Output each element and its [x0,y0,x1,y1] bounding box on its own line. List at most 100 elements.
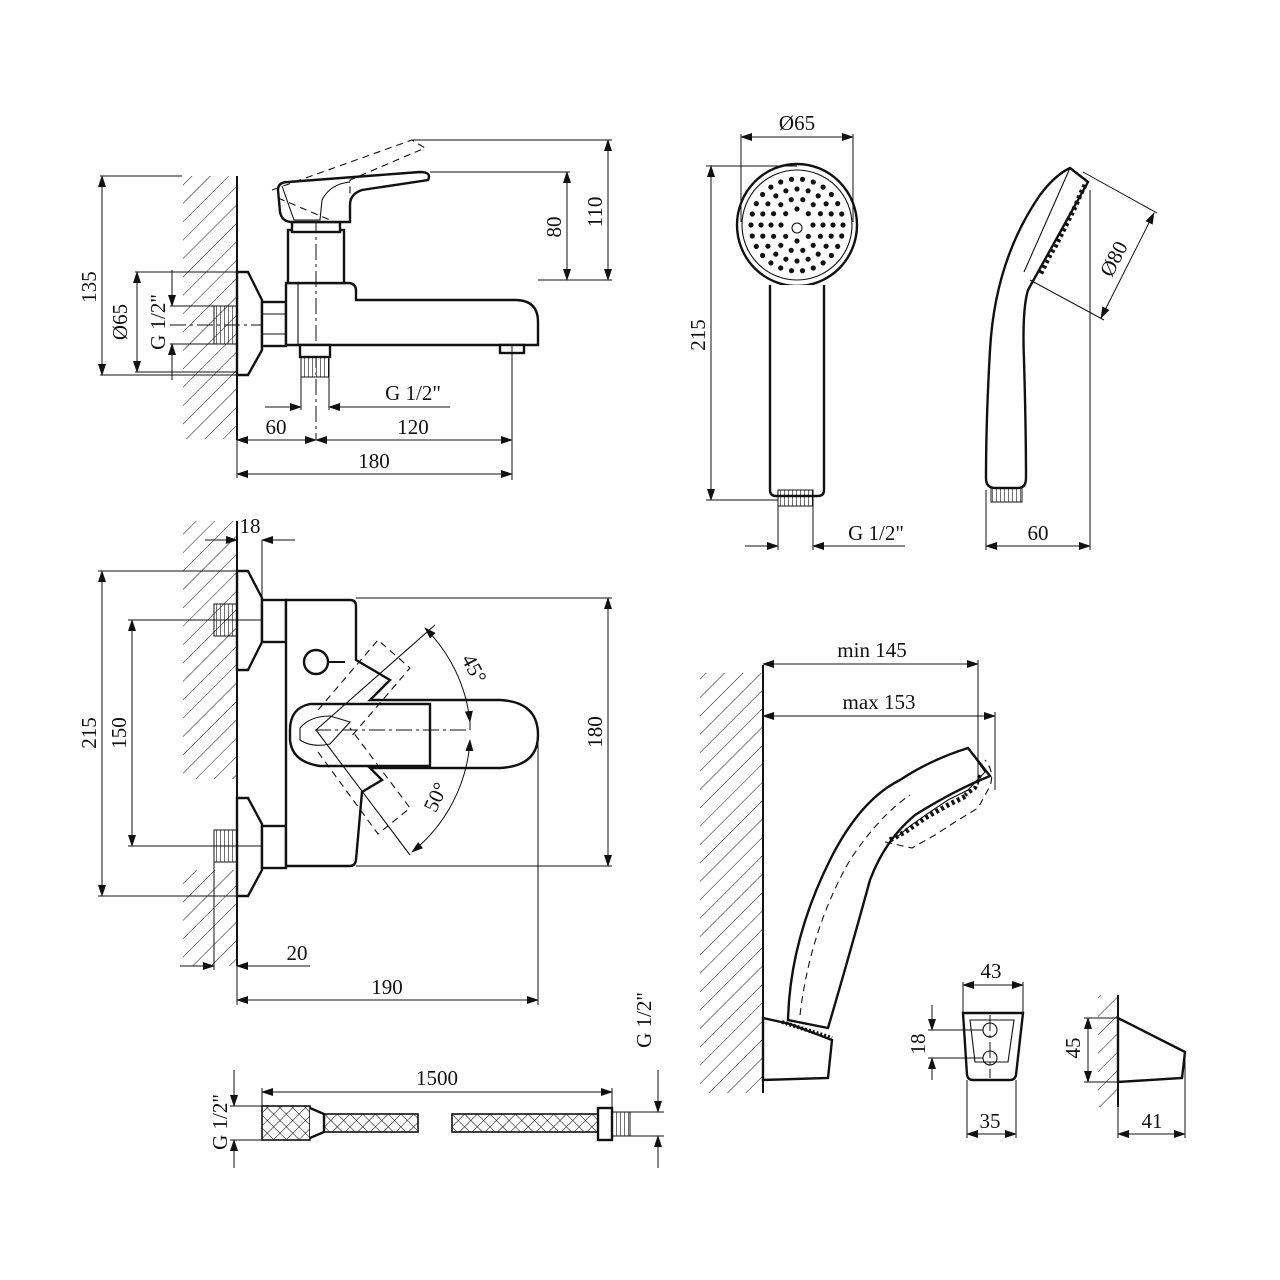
dim-top-inlet-spacing: 150 [107,717,131,749]
nozzle-dot [771,233,777,239]
holder-side-view: 45 41 [1061,995,1187,1138]
dim-top-body-length: 180 [583,716,607,748]
dim-holder-base: 35 [980,1109,1001,1133]
dim-holder-height: 45 [1061,1038,1085,1059]
nozzle-dot [773,193,779,199]
nozzle-dot [800,247,806,253]
nozzle-dot [794,238,800,244]
nozzle-dot [788,176,795,182]
dim-hose-length: 1500 [416,1066,458,1090]
nozzle-dot [768,222,774,228]
nozzle-dot [805,188,811,194]
nozzle-dot [773,251,779,257]
nozzle-dot [783,256,789,262]
nozzle-dot [799,268,806,274]
nozzle-dot [768,184,774,190]
nozzle-dot [788,247,794,253]
dim-faucet-outlet-thread: G 1/2" [385,381,441,405]
nozzle-dot [828,252,835,259]
dim-top-flange-thickness: 18 [240,514,261,538]
nozzle-dot [760,233,766,239]
nozzle-dot [839,211,845,217]
nozzle-dot [805,233,811,239]
faucet-side-view: 135 Ø65 G 1/2" 110 80 G 1/2" 60 120 [77,139,612,480]
nozzle-dot [783,188,789,194]
dim-shower-head-diameter: Ø65 [779,111,815,135]
nozzle-dot [760,211,766,217]
nozzle-dot [815,251,821,257]
dim-top-offset: 20 [287,941,308,965]
nozzle-dot [805,211,811,217]
nozzle-dot [794,258,800,264]
shower-hose: 1500 G 1/2" G 1/2" [208,992,664,1168]
dim-hose-thread-left: G 1/2" [208,1094,232,1150]
nozzle-dot [817,233,824,239]
faucet-top-view: 45° 50° 18 215 150 180 20 190 [77,514,612,1005]
nozzle-dot [828,233,834,239]
nozzle-dot [760,252,766,259]
nozzle-dot [783,233,789,239]
nozzle-dot [820,222,826,228]
dim-faucet-wall-to-outlet: 60 [266,415,287,439]
nozzle-dot [748,222,754,228]
dim-faucet-inlet-diameter: Ø65 [108,304,132,340]
nozzle-dot [840,222,846,228]
dim-hose-thread-right: G 1/2" [632,992,656,1048]
dim-holder-depth: 41 [1142,1109,1163,1133]
nozzle-dot [788,197,794,203]
dim-faucet-top-height: 110 [583,197,607,228]
nozzle-dot [768,260,774,266]
nozzle-dot [778,222,784,228]
nozzle-dot [805,256,811,262]
nozzle-dot [828,191,835,198]
nozzle-dot [783,211,789,217]
nozzle-dot [788,268,795,274]
dim-faucet-height: 135 [77,271,101,303]
nozzle-dot [778,242,784,248]
dim-top-total-width: 215 [77,717,101,749]
nozzle-dot [799,176,806,182]
nozzle-dot [835,201,841,207]
dim-shower-handle-length: 215 [686,319,710,351]
nozzle-dot [817,211,824,217]
shower-head-side-view: Ø80 60 [984,166,1158,550]
nozzle-dot [823,201,829,207]
dim-holder-min: min 145 [837,638,906,662]
nozzle-dot [758,222,764,228]
dim-holder-max: max 153 [843,690,916,714]
dim-faucet-inlet-thread: G 1/2" [146,294,170,350]
nozzle-dot [835,243,841,249]
dim-faucet-depth: 180 [358,449,390,473]
nozzle-dot [810,265,816,271]
nozzle-dot [810,202,816,208]
wall-holder-assembly: min 145 max 153 [700,638,996,1093]
nozzle-dot [794,186,800,192]
nozzle-dot [753,201,759,207]
nozzle-dot [830,222,836,228]
nozzle-dot [794,206,800,212]
nozzle-dot [810,222,816,228]
nozzle-dot [820,184,826,190]
nozzle-dot [815,193,821,199]
nozzle-dot [749,233,755,239]
nozzle-dot [778,179,784,185]
nozzle-dot [760,191,766,198]
nozzle-dot [828,211,834,217]
dim-faucet-outlet-span: 120 [397,415,429,439]
nozzle-dot [823,243,829,249]
nozzle-dot [778,265,784,271]
dim-faucet-body-height: 80 [542,217,566,238]
dim-shower-thread: G 1/2" [848,521,904,545]
nozzle-dot [810,242,816,248]
nozzle-dot [778,202,784,208]
dim-shower-side-diameter: Ø80 [1095,237,1133,280]
holder-front-view: 43 18 35 [906,959,1025,1138]
nozzle-dot [765,243,771,249]
nozzle-dot [839,233,845,239]
dim-top-angle-up: 45° [457,650,492,687]
dim-shower-side-width: 60 [1028,521,1049,545]
dim-holder-width: 43 [981,959,1002,983]
nozzle-dot [753,243,759,249]
nozzle-dot [765,201,771,207]
